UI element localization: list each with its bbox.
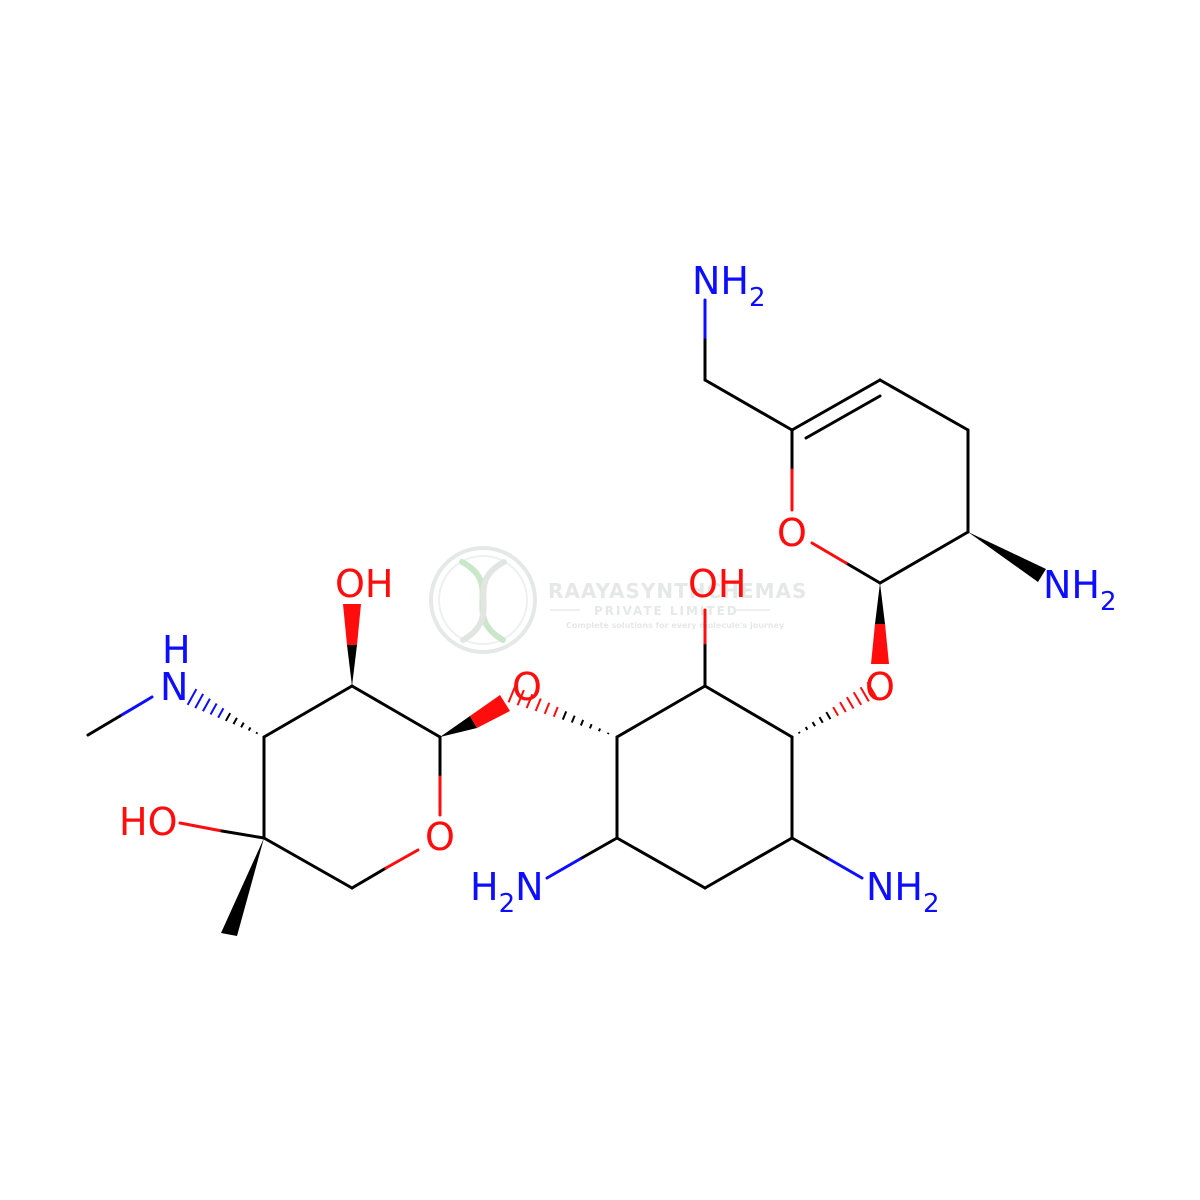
bond-ch2-c6 [703,378,794,432]
bond-r3-nme-n [118,695,154,718]
bond-r3-c1-c2 [350,684,442,739]
label-h2n-left: H2N [470,865,544,919]
hash-stroke [543,702,551,715]
hash-stroke [217,707,225,719]
wedge-r3-c4-methyl [221,838,264,936]
hash-stroke [561,710,568,721]
bond-r2-c2-c3 [703,684,794,739]
bond-c5-c4 [878,378,970,432]
watermark-logo-ring [429,546,537,654]
hash-r3-c3-nh [186,688,259,735]
watermark-company-name: RAAYASYNTHCHEMAS [548,579,807,603]
bond-c6-c5-double-inner [804,394,882,440]
hash-stroke [852,691,863,706]
hash-stroke [232,717,238,725]
hash-stroke [507,685,517,703]
label-ring-o-left: O [425,815,455,859]
hash-stroke [588,723,593,729]
dna-helix-logo [459,559,507,643]
hash-stroke [846,696,855,709]
label-oh-top-middle: OH [688,562,746,606]
hash-stroke [839,701,847,713]
bond-r3-c5-o-o [384,848,420,870]
wedge-r3-c1-o-black [440,716,477,737]
hash-stroke [598,728,601,732]
bond-r2-c1-c2 [615,684,707,739]
atom-labels: NH2 O NH2 OH O OH H N O HO O H2N NH2 [119,259,1117,919]
hash-stroke [866,681,878,699]
label-nh-methylamino-h: H [162,628,191,672]
hash-r2-c1-o [507,685,610,735]
label-ho-left: HO [119,800,177,844]
label-nh-methylamino-n: N [160,665,188,709]
watermark-logo-inner-ring [438,555,528,645]
hash-stroke [255,731,259,735]
hash-stroke [516,689,525,706]
hash-stroke [579,719,585,726]
hash-stroke [570,715,576,723]
wedge-r3-c1-o-red [470,695,510,728]
hash-stroke [825,711,832,720]
bond-c3-c2 [878,530,970,585]
watermark: RAAYASYNTHCHEMAS PRIVATE LIMITED Complet… [429,546,807,654]
bond-c6-c5-double [790,378,882,432]
bond-r3-nme-c [86,714,122,737]
bond-r2-nh2-left-n [545,857,582,880]
bond-c2-ringo-c [844,561,882,585]
hash-stroke [811,721,816,727]
label-o-link-right: O [865,665,895,709]
hash-stroke [209,703,218,715]
watermark-company-suffix: PRIVATE LIMITED [594,604,739,618]
hash-stroke [194,693,205,709]
hash-stroke [224,712,232,722]
hash-stroke [186,688,198,706]
label-nh2-right: NH2 [1043,563,1117,617]
bond-r3-c2-c3 [262,684,354,739]
bond-r2-c4-c5 [703,836,794,890]
label-ring-o-right: O [777,511,807,555]
hash-stroke [818,716,824,724]
bond-r2-nh2-left-c [578,836,619,861]
watermark-tagline: Complete solutions for every molecule's … [566,621,785,630]
bond-r3-c5-o-c [350,866,388,890]
hash-stroke [797,731,801,734]
label-nh2-bottom-right: NH2 [866,865,940,919]
bond-r2-c5-c6 [615,836,707,890]
hash-stroke [525,693,534,709]
bond-r2-nh2-right-c [790,836,831,861]
wedge-c3-nh2 [968,532,1046,582]
bond-c2-ringo-o [810,541,848,565]
hash-stroke [804,726,809,731]
hash-stroke [247,726,252,732]
wedge-c2-o-black [875,583,885,624]
hash-stroke [240,722,245,728]
wedge-r3-c2-oh-red [343,604,361,645]
hash-r2-c3-o [797,681,878,734]
stereo-bonds [186,532,1046,936]
label-nh2-top: NH2 [692,259,766,313]
hash-stroke [534,698,542,712]
bond-r3-ho-c [220,829,266,840]
wedge-r3-c2-oh-black [347,645,357,686]
bond-r2-nh2-right-n [827,857,864,880]
label-o-link-left: O [512,665,542,709]
label-oh-top-left: OH [335,562,393,606]
hash-stroke [859,686,870,702]
hash-stroke [607,732,610,735]
bond-r3-c4-c5 [262,836,354,890]
hash-stroke [552,706,559,718]
hash-stroke [202,698,211,712]
hash-stroke [832,706,839,717]
wedge-c2-o-red [871,624,889,664]
bonds [86,298,970,890]
bond-r3-ho-o [178,821,224,833]
